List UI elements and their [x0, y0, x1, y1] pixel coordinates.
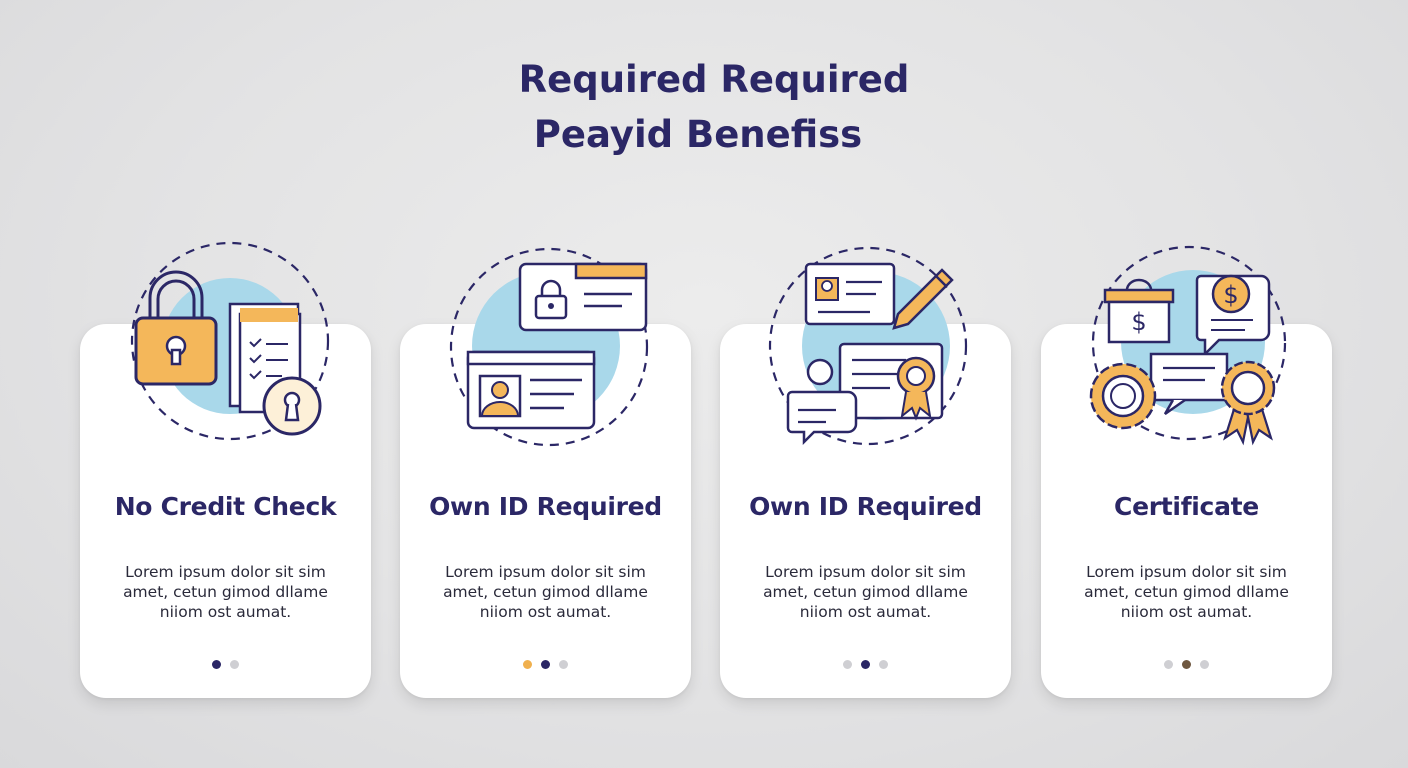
- award-ribbon-icon: [1220, 360, 1276, 446]
- id-certificate-illustration: [766, 246, 976, 456]
- pagination-dots: [400, 660, 691, 669]
- pencil-icon: [892, 268, 954, 330]
- svg-text:$: $: [1223, 281, 1238, 309]
- page-title-line-1: Required Required: [518, 58, 910, 101]
- pagination-dot[interactable]: [879, 660, 888, 669]
- id-card-icon: [466, 350, 596, 430]
- certificate-icon: [838, 342, 944, 421]
- card-title: Certificate: [1114, 492, 1259, 521]
- pagination-dot[interactable]: [1200, 660, 1209, 669]
- pagination-dot[interactable]: [559, 660, 568, 669]
- certificate-svg: $ $: [1089, 245, 1287, 446]
- message-icon: [1149, 352, 1229, 416]
- id-card-icon: [804, 262, 896, 326]
- person-icon: [806, 358, 834, 386]
- pagination-dot[interactable]: [523, 660, 532, 669]
- pagination-dots: [720, 660, 1011, 669]
- page-title-line-2: Peayid Benefiss: [533, 113, 863, 156]
- pagination-dot[interactable]: [230, 660, 239, 669]
- gear-badge-icon: [1089, 362, 1157, 430]
- card-title: Own ID Required: [429, 492, 662, 521]
- dollar-chat-icon: $: [1195, 274, 1271, 358]
- pagination-dot-active[interactable]: [1182, 660, 1191, 669]
- pagination-dot[interactable]: [843, 660, 852, 669]
- card-description: Lorem ipsum dolor sit sim amet, cetun gi…: [443, 563, 648, 621]
- dashed-circle: [768, 246, 968, 446]
- padlock-icon: [134, 270, 218, 386]
- price-box-icon: $: [1103, 278, 1175, 344]
- own-id-illustration: [446, 246, 656, 456]
- no-credit-check-svg: [130, 241, 330, 441]
- dashed-circle: [449, 247, 649, 447]
- card-description: Lorem ipsum dolor sit sim amet, cetun gi…: [1084, 563, 1289, 621]
- dashed-circle: [1091, 245, 1287, 441]
- pagination-dot[interactable]: [1164, 660, 1173, 669]
- card-description: Lorem ipsum dolor sit sim amet, cetun gi…: [763, 563, 968, 621]
- dashed-circle: [130, 241, 330, 441]
- card-description: Lorem ipsum dolor sit sim amet, cetun gi…: [123, 563, 328, 621]
- card-title: Own ID Required: [749, 492, 982, 521]
- svg-text:$: $: [1131, 308, 1146, 336]
- pagination-dots: [1041, 660, 1332, 669]
- own-id-svg: [449, 247, 649, 447]
- pagination-dot-active[interactable]: [212, 660, 221, 669]
- pagination-dots: [80, 660, 371, 669]
- locked-id-card-icon: [518, 262, 648, 332]
- id-certificate-svg: [768, 246, 968, 446]
- chat-icon: [786, 390, 858, 446]
- card-title: No Credit Check: [114, 492, 337, 521]
- pagination-dot-active[interactable]: [861, 660, 870, 669]
- certificate-illustration: $ $: [1085, 245, 1295, 456]
- pagination-dot-active[interactable]: [541, 660, 550, 669]
- keyhole-icon: [262, 376, 322, 436]
- no-credit-check-illustration: [122, 241, 332, 456]
